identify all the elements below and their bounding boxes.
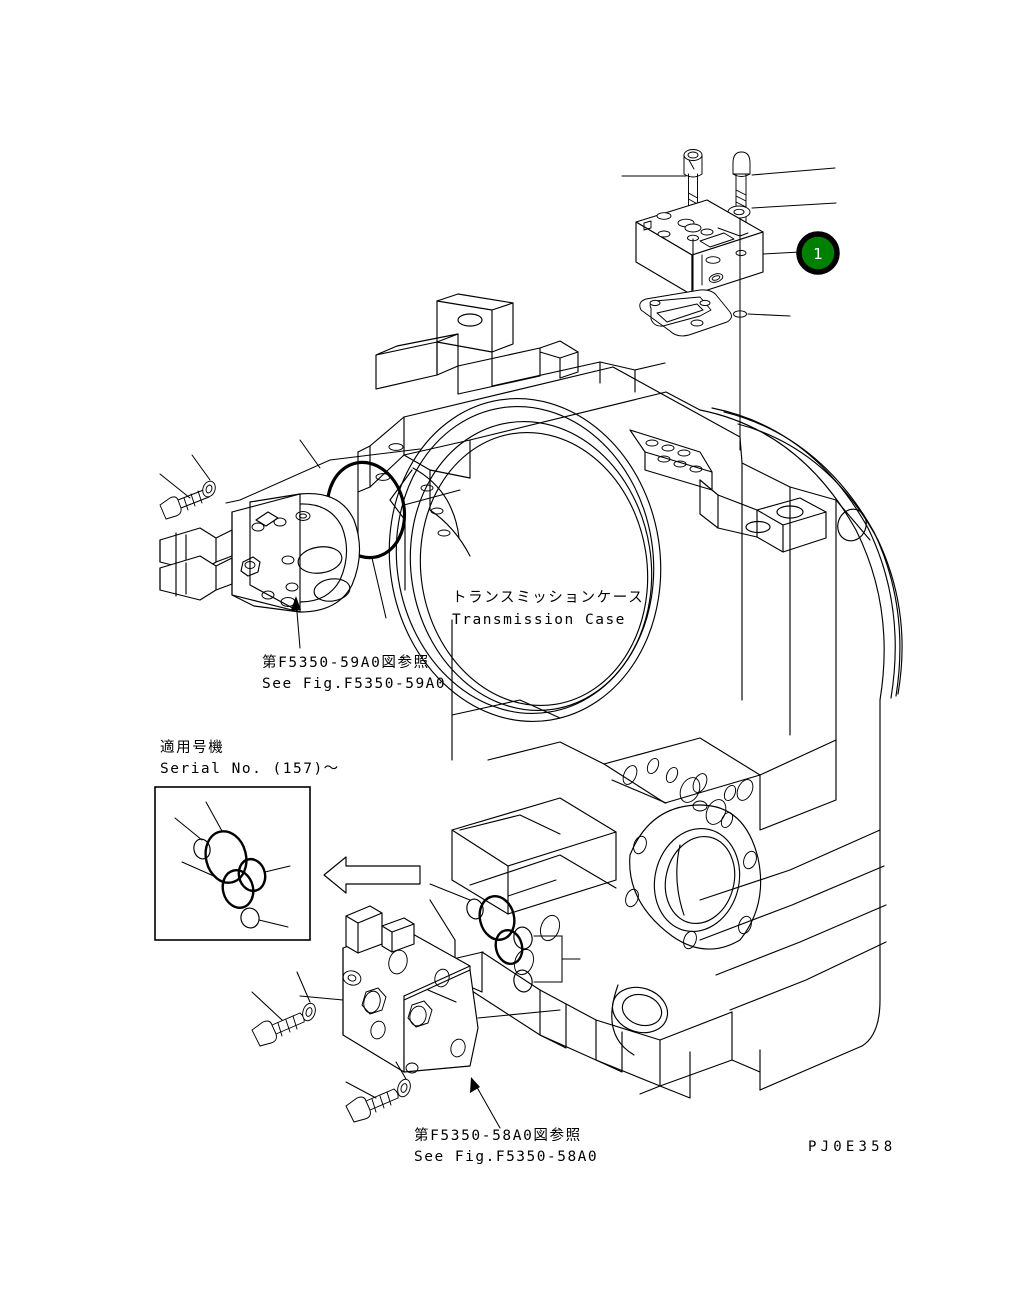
washer-lower-1 — [302, 1002, 316, 1022]
washer-upper-left — [202, 480, 216, 498]
serial-detail-contents — [174, 801, 291, 929]
leader-line-bolt-right — [751, 167, 836, 176]
drawing-number: PJ0E358 — [808, 1139, 896, 1155]
main-part-label-jp: トランスミッションケース — [452, 589, 644, 606]
leader-line-washer-upper-left — [191, 454, 211, 481]
detail-arrow — [323, 856, 421, 894]
leader-line-o-ring-upper-3 — [403, 489, 461, 506]
main-part-label-en: Transmission Case — [452, 612, 626, 628]
leader-line-bolt-lower-1 — [251, 991, 283, 1021]
leader-line-valve-block — [762, 251, 801, 255]
hex-bolt-lower-1 — [251, 1012, 305, 1047]
callout-1-number: 1 — [813, 245, 823, 263]
pointer-upper-pump — [291, 596, 301, 649]
washer-lower-2 — [397, 1078, 411, 1098]
hydraulic-pump-lower — [342, 905, 479, 1074]
leader-line-o-ring-upper-2 — [299, 439, 321, 469]
leader-line-washer-lower-1 — [296, 971, 311, 1003]
callout-1-circle[interactable] — [796, 231, 840, 275]
leader-line-bolt-upper-left — [159, 473, 191, 499]
leader-line-pump-upper — [225, 448, 421, 504]
leader-line-washer-top — [751, 202, 837, 209]
transmission-case-body — [357, 293, 903, 1099]
hex-bolt-upper-left — [159, 488, 210, 520]
o-ring-lower-group — [429, 879, 581, 993]
leader-line-pump-lower — [477, 1009, 561, 1019]
hex-bolt-lower-2 — [345, 1088, 399, 1123]
ref-upper-jp: 第F5350-59A0図参照 — [262, 653, 430, 671]
serial-note-en: Serial No. (157)〜 — [160, 761, 340, 777]
leader-line-bolt-lower-2 — [345, 1081, 377, 1099]
serial-note-jp: 適用号機 — [160, 738, 224, 756]
leader-line-pump-lower-2 — [299, 995, 344, 1001]
ref-lower-jp: 第F5350-58A0図参照 — [414, 1126, 582, 1144]
leader-line-o-ring-upper — [371, 557, 387, 619]
callout-1[interactable]: 1 — [796, 231, 840, 275]
valve-block-top — [635, 199, 764, 296]
serial-detail-box — [154, 786, 311, 941]
hydraulic-pump-upper — [159, 492, 361, 613]
ref-lower-en: See Fig.F5350-58A0 — [414, 1149, 598, 1165]
leader-line-washer-lower-2 — [395, 1061, 407, 1080]
leader-line-gasket — [747, 313, 791, 317]
pointer-lower-pump — [470, 1077, 501, 1129]
gasket-plate — [639, 289, 747, 337]
ref-upper-en: See Fig.F5350-59A0 — [262, 676, 446, 692]
